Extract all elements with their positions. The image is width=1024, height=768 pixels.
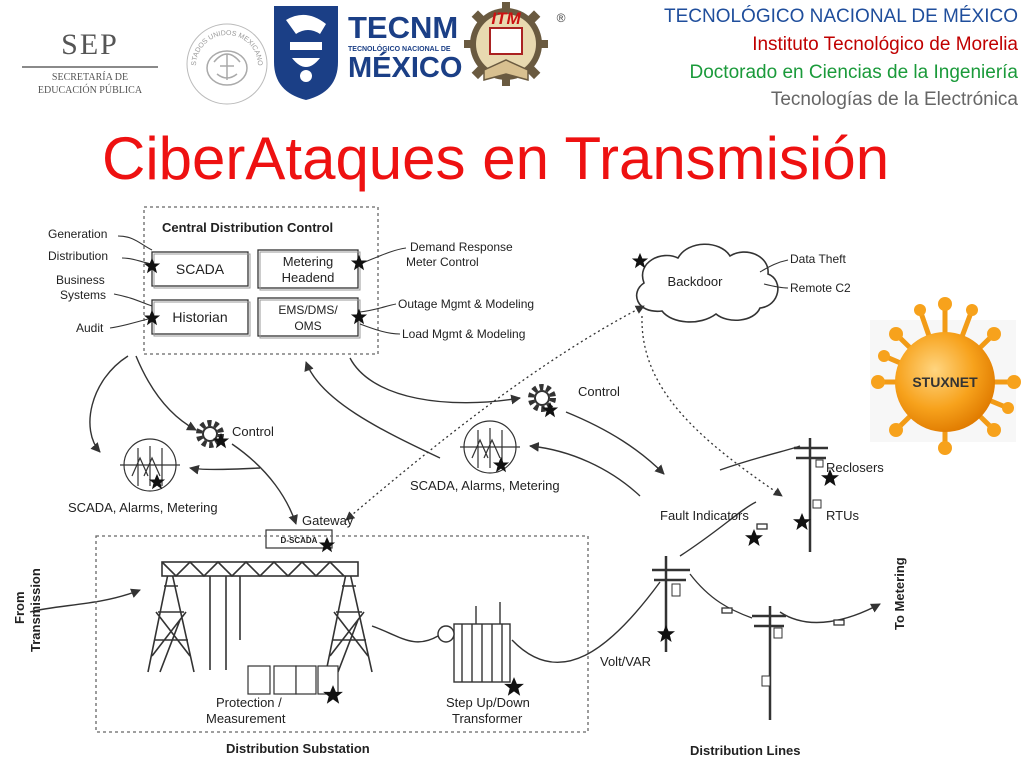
institution-line-text: Doctorado en Ciencias de la Ingeniería — [689, 62, 1018, 83]
distribution-lines-label: Distribution Lines — [690, 743, 801, 758]
protection-label-line2: Measurement — [206, 711, 286, 726]
gateway-label: Gateway — [302, 513, 354, 528]
control-left-label: Control — [232, 424, 274, 439]
remote-c2-label: Remote C2 — [790, 281, 851, 295]
central-control-box — [143, 206, 379, 355]
tecnm-emblem-icon — [274, 6, 338, 100]
protection-relays — [247, 665, 339, 695]
transformer-icon — [437, 602, 511, 683]
institution-line-text: Tecnologías de la Electrónica — [770, 89, 1018, 110]
to-metering-label: To Metering — [892, 557, 907, 630]
label-demand-line1: Demand Response — [410, 240, 513, 254]
utility-pole-icon — [752, 606, 786, 720]
ems-label-line2: OMS — [294, 319, 321, 333]
sep-logo: SEP SECRETARÍA DE EDUCACIÓN PÚBLICA — [8, 14, 172, 114]
reclosers-label: Reclosers — [826, 460, 884, 475]
rtus-label: RTUs — [826, 508, 859, 523]
scada-alarms-left-label: SCADA, Alarms, Metering — [68, 500, 218, 515]
utility-pole-icon — [794, 438, 828, 552]
from-transmission-line1: From — [12, 592, 27, 625]
label-business-line2: Systems — [60, 288, 106, 302]
scada-meter-icon — [460, 420, 520, 474]
sep-logo-line2: EDUCACIÓN PÚBLICA — [37, 85, 143, 96]
left-labels: Generation Distribution Business Systems… — [48, 227, 108, 335]
sep-logo-line1: SECRETARÍA DE — [51, 72, 129, 83]
attack-path-backdoor-rtus — [641, 315, 783, 497]
label-business-line1: Business — [56, 273, 105, 287]
attack-path-gateway-backdoor — [345, 305, 645, 521]
backdoor-label: Backdoor — [668, 274, 724, 289]
scada-module — [151, 251, 249, 287]
registered-mark: ® — [557, 11, 566, 25]
step-label-line1: Step Up/Down — [446, 695, 530, 710]
volt-var-label: Volt/VAR — [600, 654, 651, 669]
tecnm-logo: TECNM TECNOLÓGICO NACIONAL DE MÉXICO — [268, 0, 462, 104]
stuxnet-label: STUXNET — [912, 374, 978, 390]
label-generation: Generation — [48, 227, 107, 241]
star-icon — [745, 529, 763, 546]
national-seal-icon: ESTADOS UNIDOS MEXICANOS — [184, 16, 268, 105]
distribution-substation-box — [95, 535, 589, 733]
transmission-towers — [147, 560, 373, 673]
from-transmission-line2: Transmission — [28, 568, 43, 652]
historian-module — [151, 299, 249, 335]
scada-meter-icon — [120, 438, 180, 492]
institution-line-electronics: Tecnologías de la Electrónica — [771, 89, 1018, 111]
institution-line-text: TECNOLÓGICO NACIONAL DE MÉXICO — [663, 6, 1018, 27]
label-load: Load Mgmt & Modeling — [402, 327, 525, 341]
institution-line-national: TECNOLÓGICO NACIONAL DE MÉXICO — [664, 6, 1018, 28]
central-box-title: Central Distribution Control — [162, 220, 333, 235]
tecnm-logo-sub: TECNOLÓGICO NACIONAL DE — [348, 46, 451, 53]
itm-logo-text: ITM — [491, 9, 521, 28]
ems-dms-oms-module — [257, 297, 359, 337]
itm-logo-icon: ITM ® — [464, 2, 566, 86]
stuxnet-virus-icon: STUXNET — [870, 297, 1021, 455]
d-scada-box — [265, 529, 333, 549]
protection-label-line1: Protection / — [216, 695, 282, 710]
scada-alarms-center-label: SCADA, Alarms, Metering — [410, 478, 560, 493]
backdoor-cloud — [635, 243, 779, 323]
ems-label-line1: EMS/DMS/ — [278, 303, 338, 317]
metering-headend-module — [257, 249, 359, 289]
label-audit: Audit — [76, 321, 104, 335]
tecnm-logo-main: TECNM — [348, 10, 459, 45]
sep-logo-rule — [22, 66, 158, 68]
fault-indicators-label: Fault Indicators — [660, 508, 749, 523]
gear-icon — [528, 384, 556, 412]
metering-label-line1: Metering — [283, 254, 334, 269]
metering-label-line2: Headend — [282, 270, 335, 285]
label-demand-line2: Meter Control — [406, 255, 479, 269]
label-distribution: Distribution — [48, 249, 108, 263]
institution-line-text: Instituto Tecnológico de Morelia — [752, 34, 1018, 55]
scada-module-label: SCADA — [176, 261, 225, 277]
tecnm-logo-country: MÉXICO — [348, 52, 463, 84]
star-icon — [793, 513, 811, 530]
control-right-label: Control — [578, 384, 620, 399]
institution-line-doctorate: Doctorado en Ciencias de la Ingeniería — [690, 62, 1018, 84]
label-outage: Outage Mgmt & Modeling — [398, 297, 534, 311]
institution-line-morelia: Instituto Tecnológico de Morelia — [752, 34, 1018, 56]
utility-pole-icon — [652, 556, 690, 652]
distribution-substation-label: Distribution Substation — [226, 741, 370, 756]
data-theft-label: Data Theft — [790, 252, 846, 266]
star-icon — [148, 473, 166, 490]
historian-module-label: Historian — [172, 309, 227, 325]
sep-logo-main: SEP — [61, 28, 119, 61]
slide-title: CiberAtaques en Transmisión — [102, 125, 890, 192]
step-label-line2: Transformer — [452, 711, 523, 726]
d-scada-label: D-SCADA — [281, 536, 318, 545]
